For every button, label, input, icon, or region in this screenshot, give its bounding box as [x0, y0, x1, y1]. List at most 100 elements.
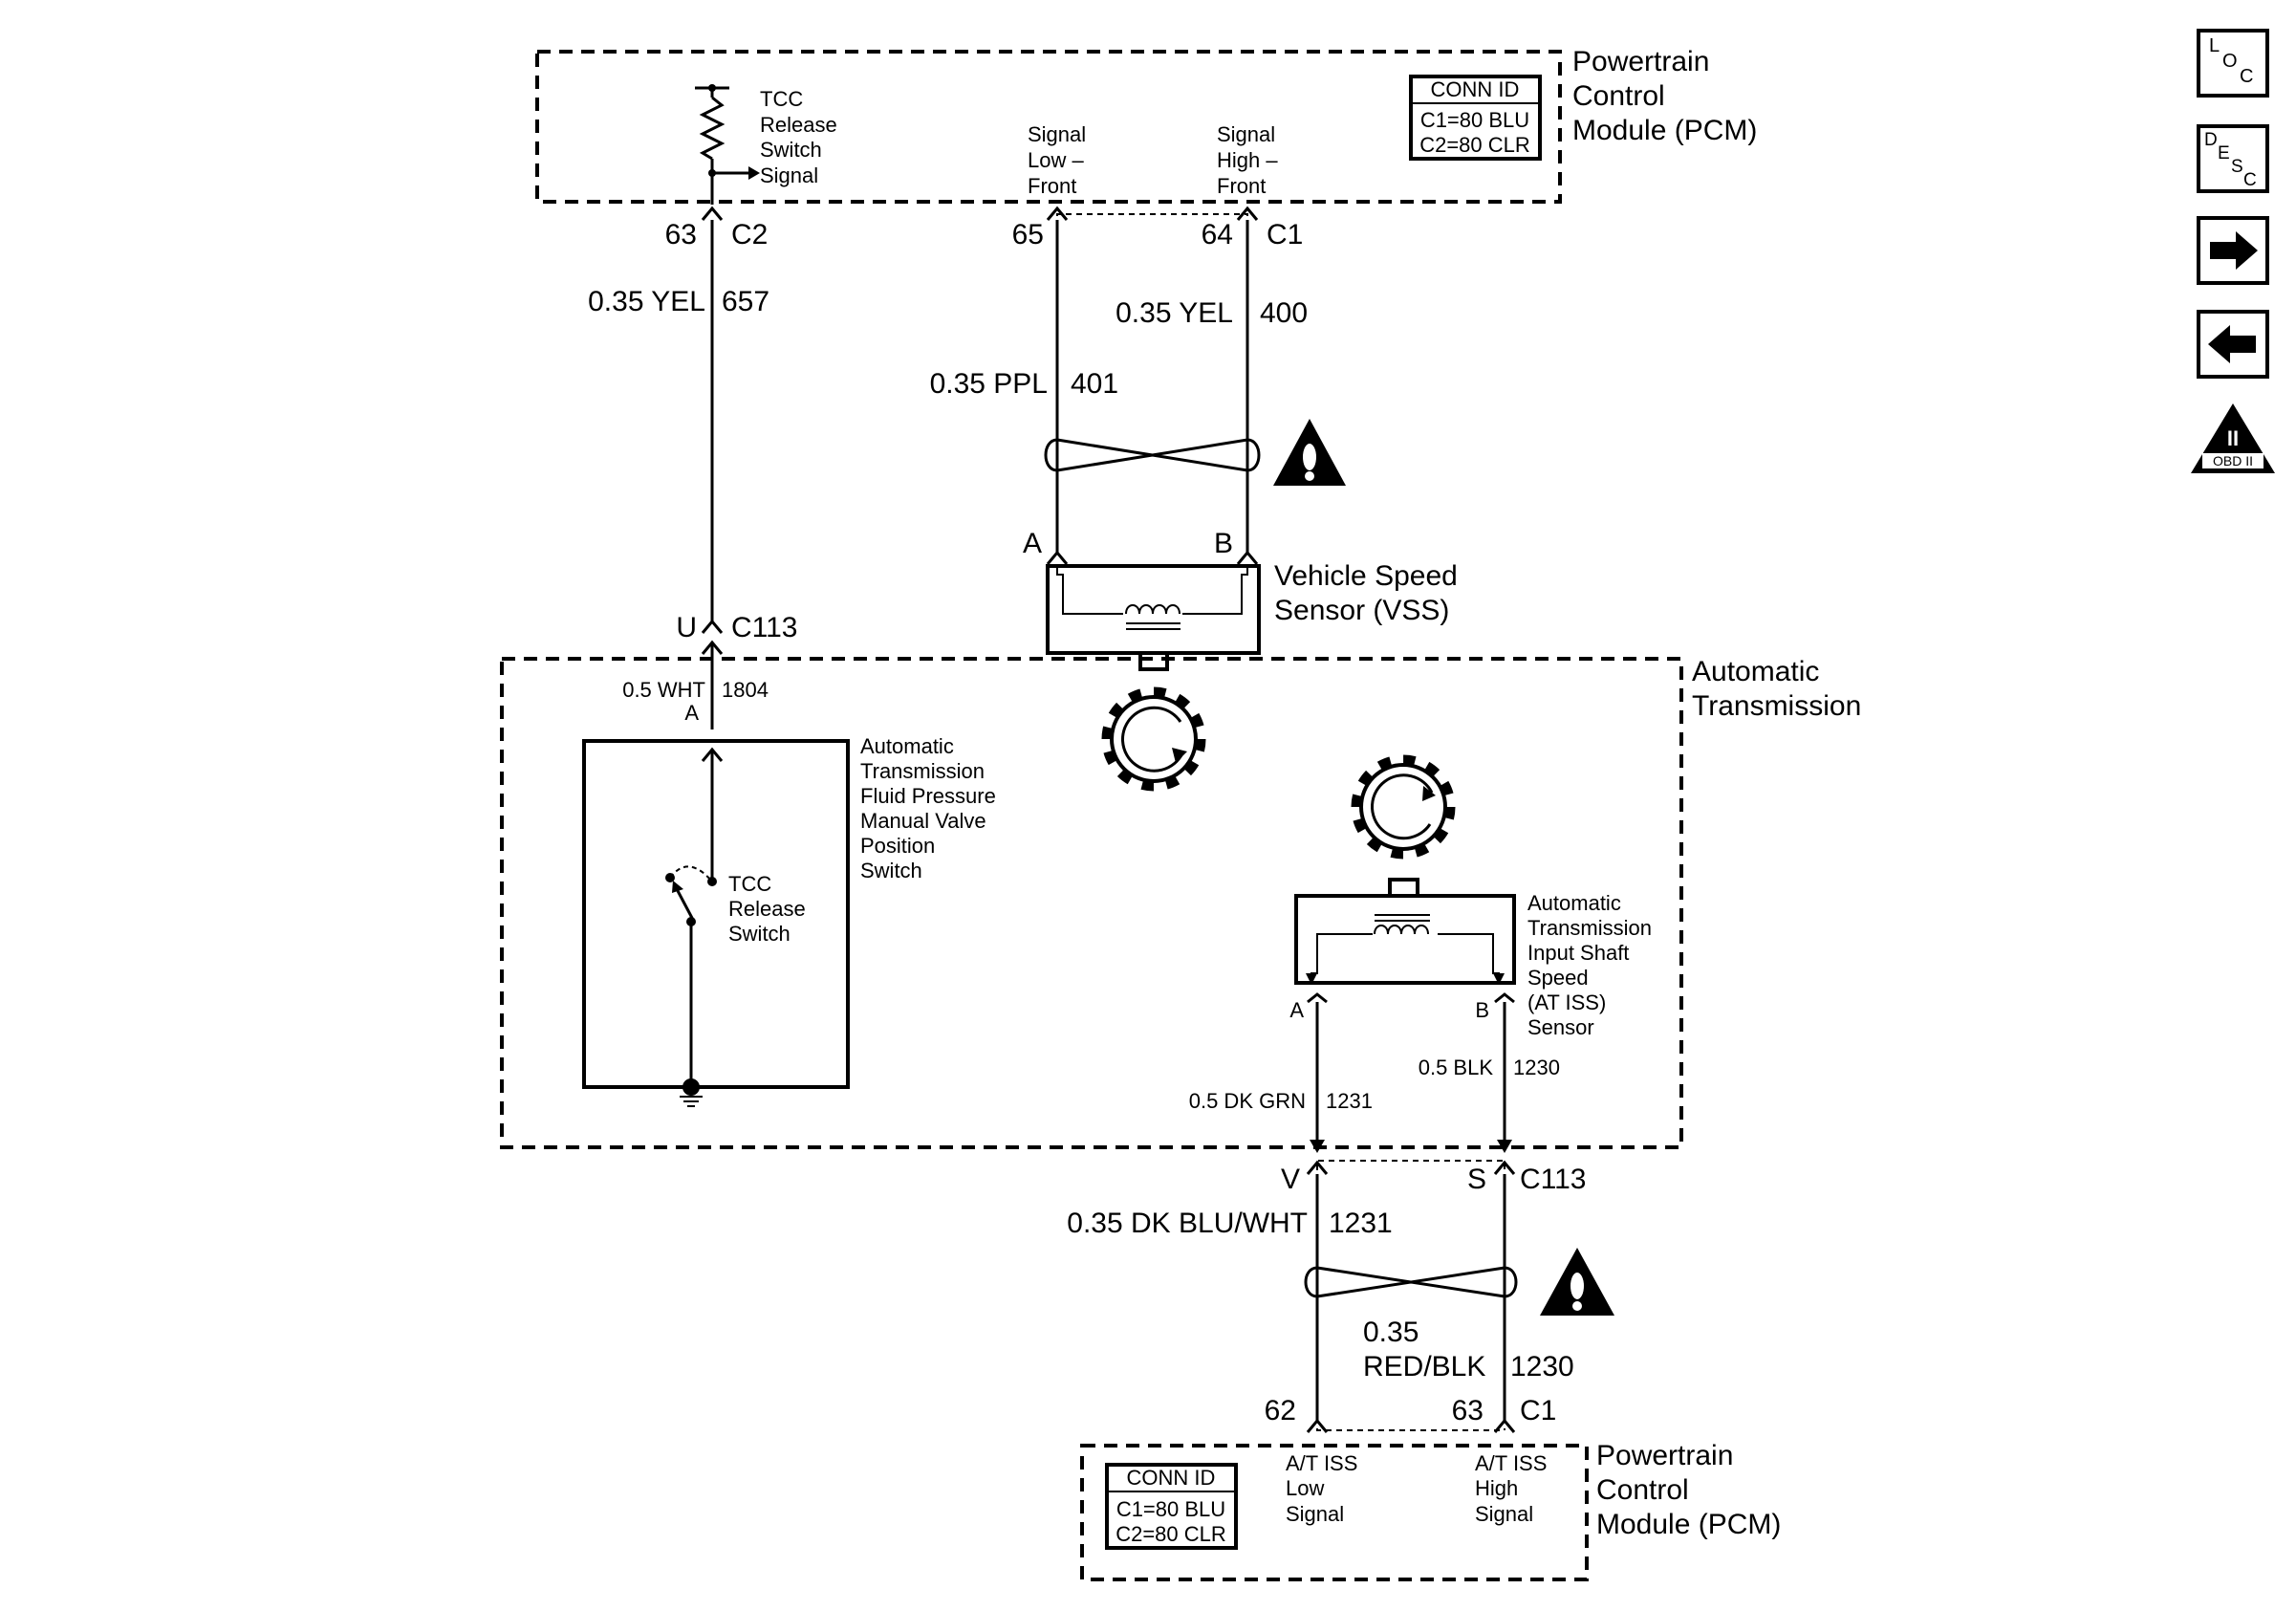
svg-text:S: S [2231, 157, 2243, 177]
pcm-bottom-module: CONN ID C1=80 BLU C2=80 CLR A/T ISS Low … [1080, 1440, 1781, 1581]
vss-sensor: A B Vehicle Speed Sensor (VSS) [1023, 528, 1458, 671]
pcm-top-title-line2: Control [1572, 80, 1665, 112]
signal-low-label: Signal [1028, 122, 1086, 146]
pcm-bottom-conn-id: CONN ID C1=80 BLU C2=80 CLR [1105, 1463, 1238, 1550]
prev-arrow-button[interactable] [2197, 310, 2269, 379]
iss-pin-a: A [1289, 998, 1304, 1022]
tcc-signal-resistor [695, 84, 760, 205]
wires-vss: 0.35 YEL 400 0.35 PPL 401 [930, 220, 1308, 553]
tcc-signal-label: Switch [760, 138, 822, 162]
iss-high-label: A/T ISS [1475, 1451, 1547, 1475]
transmission-title: Automatic [1692, 656, 1819, 687]
wire-circuit-label: 657 [722, 286, 769, 317]
next-arrow-button[interactable] [2197, 216, 2269, 285]
wire-gauge-label: 0.35 YEL [1116, 297, 1233, 329]
svg-text:C: C [2240, 66, 2253, 87]
pcm-top-connector: 63 C2 65 64 C1 [665, 206, 1303, 250]
signal-low-label: Front [1028, 174, 1076, 198]
warning-icon [1540, 1248, 1614, 1316]
pin-62: 62 [1265, 1395, 1296, 1426]
iss-sensor-label: Automatic Transmission Input Shaft Speed… [1527, 891, 1652, 1039]
signal-high-label: Front [1217, 174, 1266, 198]
pin-s: S [1467, 1164, 1486, 1195]
wire-circuit-label: 1231 [1326, 1089, 1373, 1113]
iss-pin-b: B [1475, 998, 1489, 1022]
svg-text:(AT ISS): (AT ISS) [1527, 991, 1606, 1014]
svg-text:E: E [2218, 143, 2230, 163]
pcm-bottom-title: Module (PCM) [1596, 1509, 1781, 1540]
connector-c2: C2 [731, 219, 768, 250]
pcm-top-title-line1: Powertrain [1572, 46, 1709, 77]
tcc-signal-label: Signal [760, 163, 818, 187]
wire-circuit-label: 1230 [1510, 1351, 1574, 1382]
pin-v: V [1281, 1164, 1300, 1195]
pcm-top-boundary [535, 50, 1562, 204]
pcm-bottom-connector: 62 63 C1 [1265, 1395, 1556, 1433]
svg-text:Speed: Speed [1527, 966, 1589, 990]
pressure-switch-box [582, 739, 850, 1089]
iss-high-label: Signal [1475, 1502, 1533, 1526]
left-arrow-icon [2208, 325, 2256, 363]
conn-id-header: CONN ID [1127, 1466, 1216, 1490]
connector-c1: C1 [1520, 1395, 1556, 1426]
wire-circuit-label: 1230 [1513, 1056, 1560, 1079]
conn-id-line: C2=80 CLR [1116, 1522, 1226, 1546]
desc-button[interactable]: D E S C [2197, 124, 2269, 193]
pcm-top-conn-id: CONN ID C1=80 BLU C2=80 CLR [1409, 75, 1542, 161]
vss-title: Sensor (VSS) [1274, 595, 1449, 626]
pin-63: 63 [1452, 1395, 1484, 1426]
pin-63: 63 [665, 219, 697, 250]
pcm-bottom-title: Control [1596, 1474, 1689, 1506]
iss-sensor: A B Automatic Transmission Input Shaft S… [1289, 878, 1652, 1039]
tcc-switch-label: Switch [728, 922, 791, 946]
conn-id-line: C1=80 BLU [1116, 1497, 1225, 1521]
pcm-top-title: Powertrain Control Module (PCM) [1572, 46, 1757, 146]
signal-high-label: Signal [1217, 122, 1275, 146]
connector-c113: C113 [731, 612, 798, 643]
svg-text:L: L [2209, 35, 2220, 56]
tcc-switch-label: Release [728, 897, 806, 921]
right-arrow-icon [2210, 231, 2258, 270]
conn-id-line: C2=80 CLR [1419, 133, 1530, 157]
tcc-switch-label: TCC [728, 872, 771, 896]
wires-iss: 0.35 DK BLU/WHT 1231 0.35 RED/BLK 1230 [1067, 1174, 1574, 1421]
vss-title: Vehicle Speed [1274, 560, 1458, 592]
wire-circuit-label: 1804 [722, 678, 769, 702]
vss-pin-a: A [1023, 528, 1042, 559]
conn-id-line: C1=80 BLU [1420, 108, 1529, 132]
pcm-bottom-boundary [1080, 1444, 1589, 1581]
svg-text:Automatic: Automatic [1527, 891, 1621, 915]
svg-text:O: O [2222, 51, 2238, 72]
iss-low-label: Low [1286, 1476, 1324, 1500]
svg-text:C: C [2243, 170, 2257, 190]
vss-pin-b: B [1214, 528, 1233, 559]
svg-text:Input Shaft: Input Shaft [1527, 941, 1629, 965]
svg-text:Fluid Pressure: Fluid Pressure [860, 784, 996, 808]
svg-text:Automatic: Automatic [860, 734, 954, 758]
tcc-signal-label: Release [760, 113, 837, 137]
warning-icon [1273, 419, 1346, 486]
transmission-title: Transmission [1692, 690, 1861, 722]
wire-circuit-label: 400 [1260, 297, 1308, 329]
pcm-bottom-title: Powertrain [1596, 1440, 1733, 1471]
pcm-top-title-line3: Module (PCM) [1572, 115, 1757, 146]
loc-button[interactable]: L O C [2197, 29, 2269, 98]
obd-icon-label: OBD II [2213, 453, 2253, 468]
twisted-pair-symbol [1044, 438, 1261, 472]
wire-gauge-label: 0.35 [1363, 1317, 1419, 1348]
vss-reluctor-gear-icon [1101, 686, 1206, 792]
wire-circuit-label: 1231 [1329, 1208, 1393, 1239]
wire-gauge-label: 0.35 PPL [930, 368, 1048, 400]
obd-ii-button[interactable]: II OBD II [2191, 403, 2275, 473]
wire-657: 0.35 YEL 657 [588, 220, 769, 621]
signal-low-label: Low – [1028, 148, 1084, 172]
conn-id-header: CONN ID [1431, 77, 1520, 101]
wire-gauge-label: RED/BLK [1363, 1351, 1485, 1382]
svg-text:Transmission: Transmission [860, 759, 985, 783]
signal-high-label: High – [1217, 148, 1278, 172]
obd-icon-top: II [2227, 426, 2239, 450]
automatic-transmission: Automatic Transmission 0.5 WHT 1804 A TC… [500, 656, 1861, 1153]
wire-gauge-label: 0.5 DK GRN [1189, 1089, 1306, 1113]
svg-text:Sensor: Sensor [1527, 1015, 1594, 1039]
pcm-top-module: Powertrain Control Module (PCM) CONN ID … [535, 46, 1757, 205]
